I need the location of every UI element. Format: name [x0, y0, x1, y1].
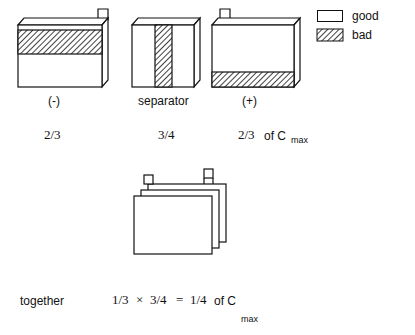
capacity-fraction: 3/4: [150, 293, 167, 307]
part-label: together: [20, 294, 64, 308]
capacity-fraction: 1/3: [112, 293, 129, 307]
capacity-subscript: max: [291, 133, 415, 147]
capacity-fraction: 1/4: [190, 293, 207, 307]
capacity-text: of C: [214, 294, 236, 308]
operator: ×: [136, 293, 143, 307]
capacity-fraction: 3/4: [158, 128, 175, 142]
legend-text: good: [352, 9, 379, 23]
positive-plate: [212, 9, 300, 87]
capacity-subscript: max: [241, 312, 415, 326]
capacity-fraction: 2/3: [44, 128, 61, 142]
negative-plate: [18, 9, 108, 87]
capacity-fraction: 2/3: [238, 128, 255, 142]
legend-text: bad: [352, 28, 372, 42]
capacity-text: of C: [264, 129, 286, 143]
part-label: (-): [48, 94, 60, 108]
bad-swatch: [317, 29, 343, 41]
part-label: separator: [138, 94, 189, 108]
operator: =: [176, 293, 183, 307]
legend-swatch: [317, 10, 343, 22]
part-label: (+): [242, 94, 257, 108]
separator-sheet: [132, 18, 200, 87]
stacked-plates: [134, 169, 226, 254]
